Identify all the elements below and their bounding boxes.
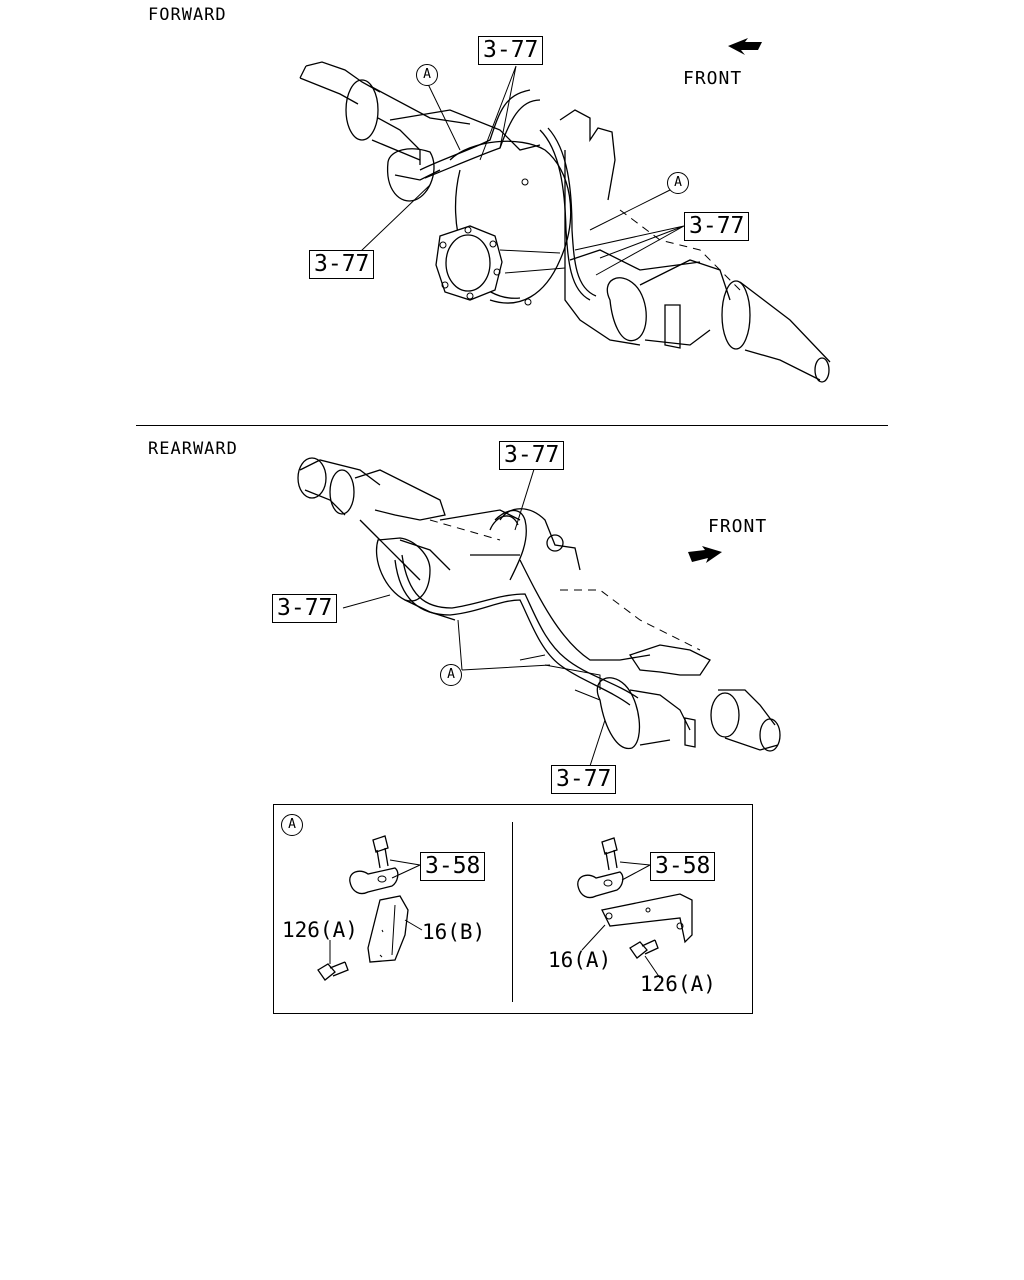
detail-left-bolt-label: 126(A) bbox=[282, 918, 358, 942]
bolt-icon bbox=[372, 835, 389, 869]
detail-left-bracket-label: 16(B) bbox=[422, 920, 486, 944]
detail-left-callout[interactable]: 3-58 bbox=[420, 852, 486, 881]
section-divider bbox=[136, 425, 888, 426]
rearward-callout-top[interactable]: 3-77 bbox=[499, 441, 565, 470]
forward-section-title: FORWARD bbox=[148, 5, 227, 25]
front-arrow-icon bbox=[688, 546, 722, 563]
bracket-b-icon bbox=[367, 895, 409, 963]
detail-a-divider bbox=[512, 822, 513, 1002]
front-arrow-icon bbox=[728, 38, 762, 55]
detail-a-marker: A bbox=[281, 814, 303, 836]
detail-right-bracket-label: 16(A) bbox=[548, 948, 612, 972]
forward-marker-a-left: A bbox=[416, 64, 438, 86]
clip-icon bbox=[577, 871, 624, 899]
detail-a-box bbox=[273, 804, 753, 1014]
forward-marker-a-right: A bbox=[667, 172, 689, 194]
bolt-126a-icon bbox=[317, 961, 349, 981]
bolt-icon bbox=[601, 837, 618, 871]
clip-icon bbox=[349, 867, 399, 895]
rearward-front-label: FRONT bbox=[708, 516, 768, 537]
bracket-a-icon bbox=[601, 893, 693, 944]
forward-callout-right[interactable]: 3-77 bbox=[684, 212, 750, 241]
detail-right-bolt-label: 126(A) bbox=[640, 972, 716, 996]
detail-right-callout[interactable]: 3-58 bbox=[650, 852, 716, 881]
bolt-126a-icon bbox=[629, 939, 659, 959]
rearward-marker-a: A bbox=[440, 664, 462, 686]
forward-front-label: FRONT bbox=[683, 68, 743, 89]
rearward-callout-bottom[interactable]: 3-77 bbox=[551, 765, 617, 794]
rearward-section-title: REARWARD bbox=[148, 439, 238, 459]
forward-callout-top[interactable]: 3-77 bbox=[478, 36, 544, 65]
rearward-callout-left[interactable]: 3-77 bbox=[272, 594, 338, 623]
forward-callout-left[interactable]: 3-77 bbox=[309, 250, 375, 279]
